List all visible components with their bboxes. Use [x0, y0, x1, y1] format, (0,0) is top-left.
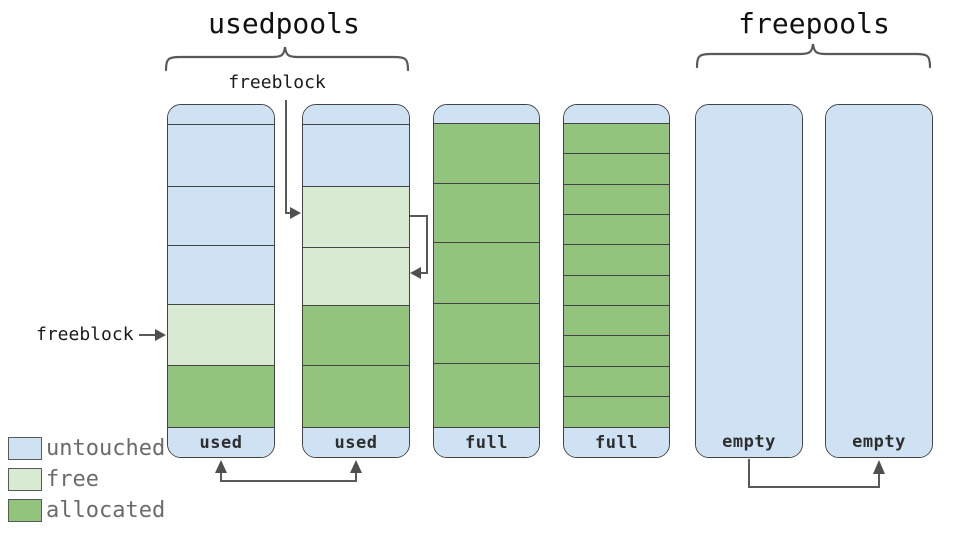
pool-block-allocated [303, 365, 409, 427]
freeblock-left-arrow [139, 329, 166, 341]
pool-block-untouched [168, 186, 274, 245]
pool-block-free [168, 304, 274, 365]
legend-label-free: free [46, 467, 99, 492]
pool-block-untouched [168, 245, 274, 304]
freepools-brace [695, 43, 932, 69]
pool-state-label: used [168, 427, 274, 457]
legend-label-allocated: allocated [46, 498, 166, 523]
pool-block-allocated [564, 366, 669, 396]
pool-block-allocated [564, 275, 669, 305]
legend-swatch-untouched [8, 437, 42, 460]
pool-block-free [303, 247, 409, 305]
pool-block-free [303, 186, 409, 247]
pool-block-allocated [564, 184, 669, 214]
pool-block-untouched [564, 105, 669, 123]
pool-block-allocated [434, 242, 539, 303]
pool-used-2: used [302, 104, 410, 458]
pool-state-label: empty [826, 427, 932, 457]
pool-block-allocated [564, 123, 669, 153]
freeblock-top-arrow [285, 100, 301, 219]
pool-block-allocated [564, 153, 669, 184]
legend-item-free: free [8, 468, 165, 491]
usedpools-brace [164, 46, 410, 72]
pool-block-allocated [434, 123, 539, 183]
pool-block-untouched [168, 105, 274, 124]
pool-used-1: used [167, 104, 275, 458]
pool-empty-2: empty [825, 104, 933, 458]
usedpools-title: usedpools [208, 7, 360, 40]
pool-block-allocated [168, 365, 274, 427]
legend-swatch-free [8, 468, 42, 491]
pool-full-1: full [433, 104, 540, 458]
pool-block-allocated [564, 214, 669, 244]
pool-block-untouched [696, 105, 802, 427]
pool-empty-1: empty [695, 104, 803, 458]
pool-block-allocated [564, 396, 669, 427]
pool-block-allocated [564, 305, 669, 335]
freeblock-left-label: freeblock [36, 324, 134, 345]
pool-block-allocated [564, 244, 669, 275]
pool-block-untouched [434, 105, 539, 123]
freeblock-chain-arrow [410, 215, 428, 279]
pool-state-label: full [564, 427, 669, 457]
pool-block-untouched [168, 124, 274, 186]
pool-block-untouched [826, 105, 932, 427]
usedpools-link-arrow [215, 460, 362, 482]
pool-block-allocated [303, 305, 409, 365]
pool-block-allocated [434, 183, 539, 242]
legend-label-untouched: untouched [46, 436, 166, 461]
pool-block-allocated [434, 363, 539, 427]
pool-block-untouched [303, 124, 409, 186]
legend-swatch-allocated [8, 499, 42, 522]
legend: untouched free allocated [8, 437, 165, 530]
pool-state-label: empty [696, 427, 802, 457]
pool-full-2: full [563, 104, 670, 458]
freepools-title: freepools [738, 7, 890, 40]
freeblock-top-label: freeblock [228, 72, 326, 93]
pool-block-allocated [564, 335, 669, 366]
pool-block-allocated [434, 303, 539, 363]
legend-item-allocated: allocated [8, 499, 165, 522]
pool-state-label: used [303, 427, 409, 457]
freepools-link-arrow [748, 459, 885, 488]
pool-block-untouched [303, 105, 409, 124]
pool-state-label: full [434, 427, 539, 457]
legend-item-untouched: untouched [8, 437, 165, 460]
